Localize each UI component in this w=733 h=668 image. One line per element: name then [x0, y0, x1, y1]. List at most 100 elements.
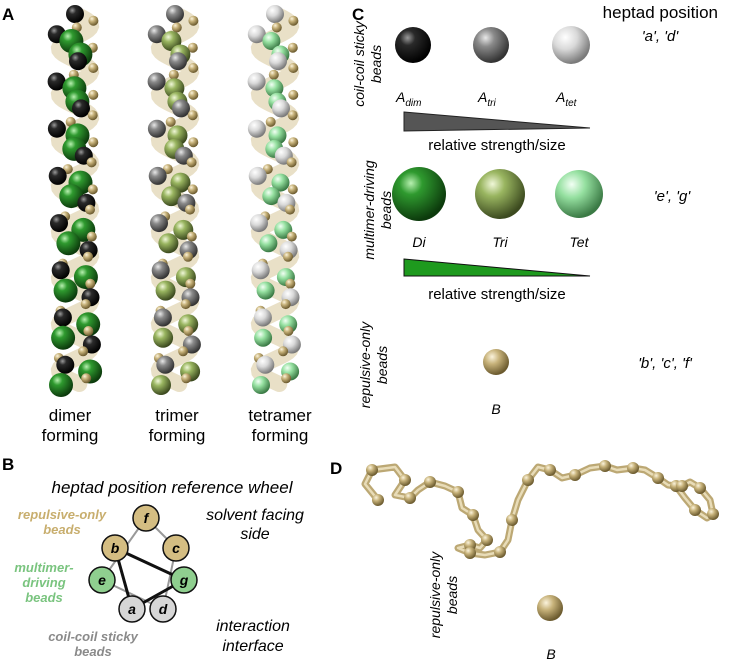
helix-bead — [47, 72, 66, 91]
helix-bead — [51, 261, 70, 280]
helix-bead — [48, 166, 67, 185]
chain-bead — [494, 546, 506, 558]
helix-bead — [72, 99, 90, 118]
label-line: beads — [368, 45, 384, 83]
label-line: multimer-driving — [361, 160, 377, 260]
bead-subscript: dim — [405, 98, 421, 109]
label-line: forming — [252, 426, 309, 445]
bead-label-tri: Tri — [492, 234, 508, 250]
label-line: forming — [42, 426, 99, 445]
helix-bead — [288, 137, 299, 148]
interaction-interface-line: interaction — [216, 618, 290, 635]
chain-bead — [689, 504, 701, 516]
helix-bead — [53, 278, 78, 303]
chain-bead — [481, 534, 493, 546]
heptad-position-header: heptad position — [603, 3, 718, 22]
helix-bead — [288, 15, 299, 26]
panel-letter-c: C — [352, 5, 364, 24]
helix-bead — [286, 231, 297, 242]
heptad-ad: 'a', 'd' — [642, 28, 680, 45]
relative-strength-label-2: relative strength/size — [428, 286, 566, 303]
chain-bead — [506, 514, 518, 526]
helix-bead — [150, 214, 168, 233]
bead-a-dim — [395, 27, 431, 63]
helix-bead — [287, 42, 298, 53]
bead-letter: A — [477, 89, 487, 105]
helix-models — [47, 5, 301, 397]
label-line: beads — [444, 576, 460, 614]
helix-bead — [180, 299, 191, 310]
helix-bead — [161, 186, 182, 207]
repulsive-only-line: repulsive-only — [18, 507, 107, 522]
helix-bead — [85, 204, 95, 215]
helix-bead — [87, 184, 98, 195]
helix-bead — [171, 22, 182, 33]
helix-bead — [88, 89, 99, 100]
chain-bead — [399, 474, 411, 486]
helix-bead — [80, 299, 91, 310]
coil-coil-sticky-line: beads — [74, 644, 112, 659]
helix-bead — [265, 116, 276, 127]
bead-subscript: tet — [565, 98, 577, 109]
heptad-wheel: f c g d a e b — [88, 504, 198, 623]
helix-bead — [265, 79, 284, 98]
helix-bead — [147, 72, 166, 91]
helix-bead — [188, 15, 199, 26]
bead-label-di: Di — [412, 234, 426, 250]
label-line: tetramer — [248, 406, 312, 425]
chain-bead — [676, 480, 688, 492]
helix-bead — [186, 231, 197, 242]
helix-bead — [88, 15, 99, 26]
helix-bead — [178, 346, 189, 357]
helix-bead — [49, 373, 73, 397]
helix-bead — [247, 119, 266, 138]
bead-label-b-panel-d: B — [546, 646, 555, 662]
helix-bead — [69, 52, 87, 71]
wheel-title: heptad position reference wheel — [52, 478, 294, 497]
helix-bead — [188, 63, 199, 73]
label-line: repulsive-only — [427, 551, 443, 638]
helix-bead — [151, 375, 171, 395]
heptad-bcf: 'b', 'c', 'f' — [638, 355, 693, 372]
bead-a-tri — [473, 27, 509, 63]
helix-bead — [166, 5, 184, 23]
chain-bead — [424, 476, 436, 488]
helix-bead — [153, 327, 174, 348]
panel-letter-a: A — [2, 5, 14, 24]
wheel-node-label: c — [172, 540, 180, 556]
helix-bead — [59, 184, 84, 209]
repulsive-beads-side-label: repulsive-only beads — [357, 321, 390, 408]
multimer-driving-line: multimer- — [14, 560, 73, 575]
helix-bead — [285, 204, 295, 215]
bead-letter: A — [555, 89, 565, 105]
helix-bead — [288, 63, 299, 73]
chain-bead — [544, 464, 556, 476]
wheel-position-a: a — [118, 595, 146, 623]
wheel-node-label: e — [98, 572, 106, 588]
chain-bead — [599, 460, 611, 472]
chain-bead — [372, 494, 384, 506]
helix-bead — [185, 204, 195, 215]
helix-bead — [262, 187, 281, 206]
helix-label-dimer: dimer forming — [42, 406, 99, 445]
helix-bead — [285, 278, 296, 289]
helix-bead — [87, 110, 98, 121]
bead-letter: A — [395, 89, 405, 105]
helix-bead — [271, 22, 282, 33]
helix-bead — [88, 137, 99, 148]
helix-bead — [278, 346, 289, 357]
chain-bead — [404, 492, 416, 504]
helix-bead — [85, 278, 96, 289]
wheel-node-label: b — [111, 540, 120, 556]
bead-label-tet: Tet — [570, 234, 590, 250]
helix-bead — [88, 63, 99, 73]
helix-bead — [148, 166, 167, 185]
multimer-beads-side-label: multimer-driving beads — [361, 160, 394, 260]
bead-a-tet — [552, 26, 590, 64]
helix-bead — [51, 325, 76, 350]
chain-bead — [464, 547, 476, 559]
bead-tet — [555, 170, 603, 218]
helix-bead — [86, 231, 97, 242]
wheel-node — [101, 534, 129, 562]
wheel-position-e: e — [88, 566, 116, 594]
